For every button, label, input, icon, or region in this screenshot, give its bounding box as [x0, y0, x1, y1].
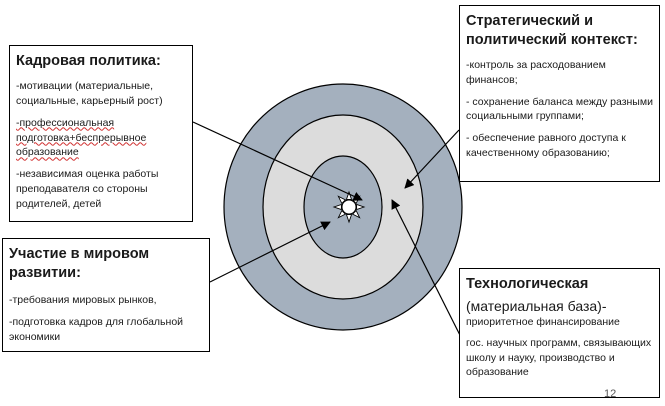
technology-title: Технологическая [466, 276, 589, 292]
hr-policy-item-training: -профессиональная подготовка+беспрерывно… [16, 116, 147, 159]
sun-icon [332, 190, 366, 224]
sun-ray [356, 203, 366, 211]
sun-ray [332, 203, 342, 211]
global-development-title: Участие в мировом развитии: [9, 246, 150, 281]
arrow-hr-policy [192, 121, 363, 201]
sun-ray [345, 190, 353, 200]
technology-subtitle: (материальная база)- [466, 297, 607, 314]
hr-policy-box: Кадровая политика: -мотивации (материаль… [9, 45, 193, 222]
strategic-item-finance: -контроль за расходованием финансов; [466, 58, 606, 86]
global-development-box: Участие в мировом развитии: -требования … [2, 238, 210, 352]
arrow-strategic [404, 129, 460, 189]
strategic-context-title: Стратегический и политический контекст: [466, 13, 638, 48]
strategic-item-access: - обеспечение равного доступа к качестве… [466, 132, 626, 160]
sun-ray [351, 209, 361, 219]
hr-policy-item-motivation: -мотивации (материальные, социальные, ка… [16, 79, 163, 107]
global-item-training: -подготовка кадров для глобальной эконом… [9, 315, 184, 343]
strategic-item-balance: - сохранение баланса между разными социа… [466, 95, 653, 123]
sun-ray [337, 195, 347, 205]
technology-box: Технологическая (материальная база)- при… [459, 268, 660, 398]
strategic-context-box: Стратегический и политический контекст: … [459, 5, 660, 182]
technology-item-priority: приоритетное финансирование [466, 316, 620, 329]
global-item-markets: -требования мировых рынков, [9, 293, 157, 306]
hr-policy-item-assessment: -независимая оценка работы преподавателя… [16, 168, 159, 211]
arrow-global [209, 221, 331, 283]
sun-ray [345, 214, 353, 224]
hr-policy-title: Кадровая политика: [16, 53, 161, 69]
page-number: 12 [604, 388, 617, 400]
technology-item-programs: гос. научных программ, связывающих школу… [466, 337, 652, 379]
sun-ray [337, 209, 347, 219]
